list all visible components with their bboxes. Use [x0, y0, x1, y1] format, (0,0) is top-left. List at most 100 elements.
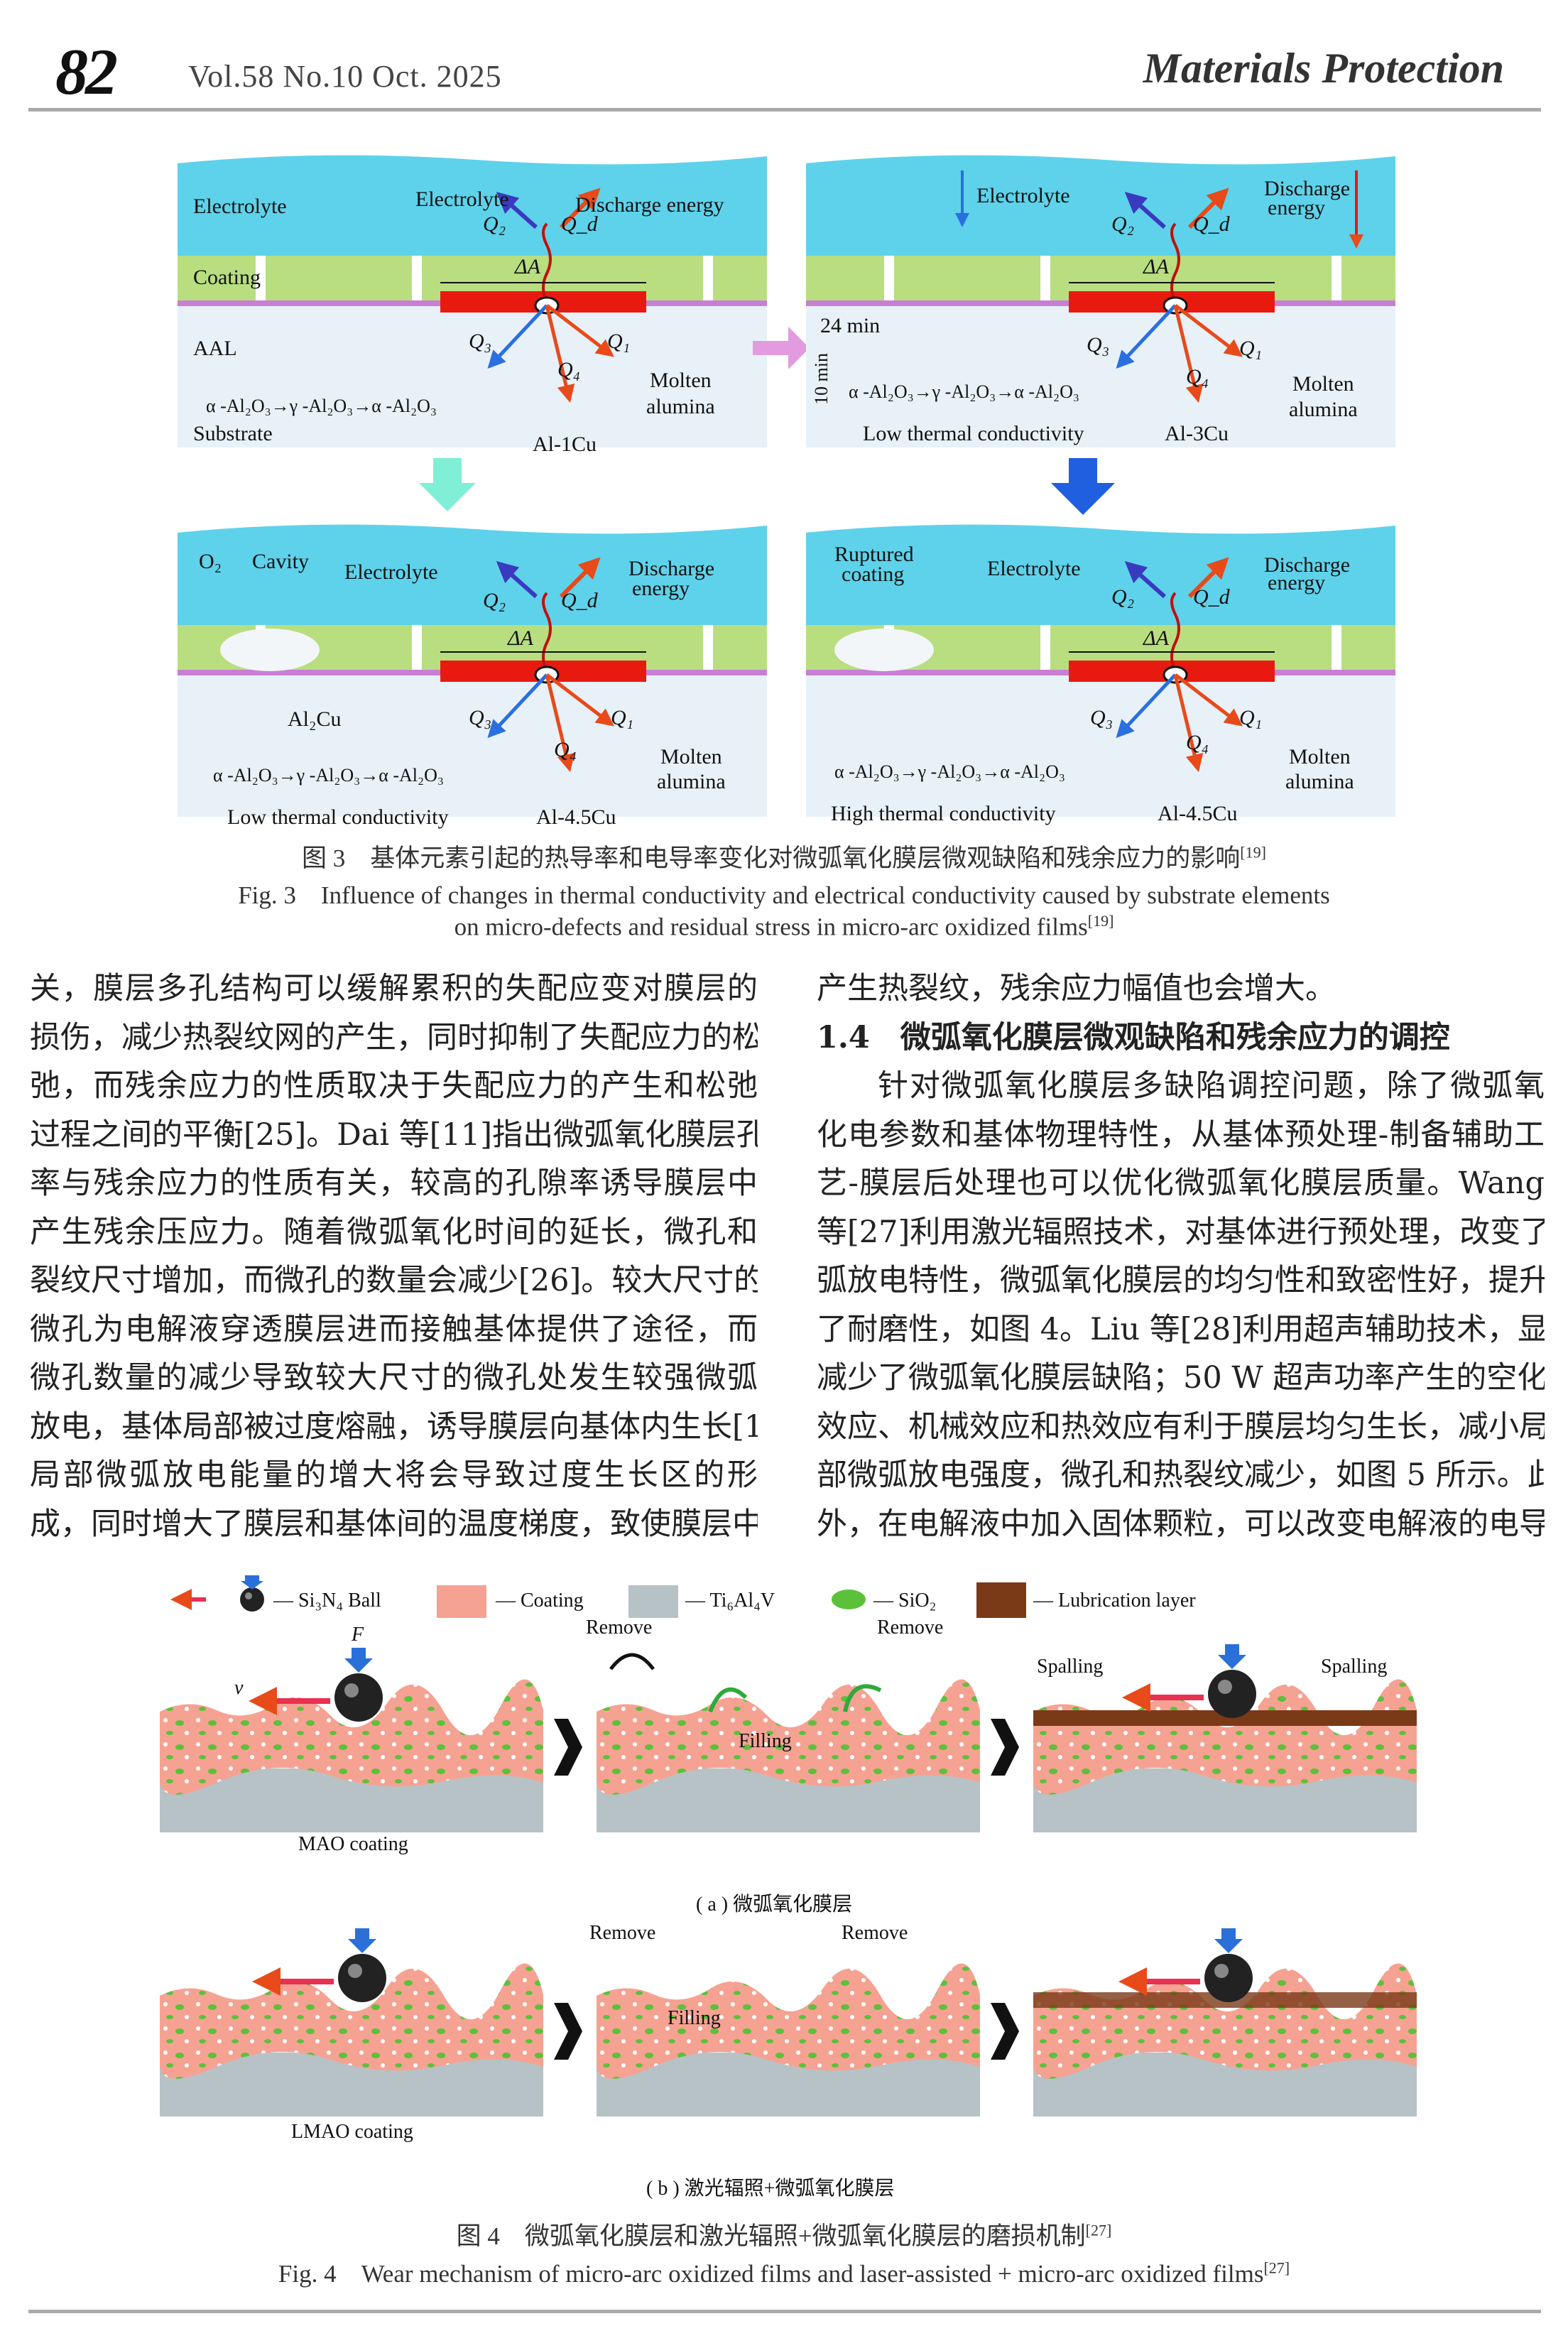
page-number: 82 [55, 36, 118, 108]
label-phase: α -Al₂O₃→γ -Al₂O₃→α -Al₂O₃ [834, 761, 1065, 782]
label-electrolyte: Electrolyte [193, 195, 287, 218]
label-q4: Q₄ [557, 358, 580, 381]
paragraph-line: 产生残余压应力。随着微弧氧化时间的延长，微孔和 [30, 1214, 758, 1250]
label-q4: Q₄ [1186, 731, 1209, 754]
label-alumina: alumina [646, 395, 715, 418]
label-remove: Remove [589, 1922, 655, 1944]
caption-text: 图 3 基体元素引起的热导率和电导率变化对微弧氧化膜层微观缺陷和残余应力的影响 [302, 844, 1241, 872]
paragraph-line: 微孔为电解液穿透膜层进而接触基体提供了途径，而 [30, 1311, 758, 1347]
label-filling: Filling [668, 2007, 721, 2029]
figure-4-caption-cn: 图 4 微弧氧化膜层和激光辐照+微弧氧化膜层的磨损机制[27] [0, 2216, 1568, 2252]
arrow-down-icon [419, 458, 476, 511]
label-phase: α -Al₂O₃→γ -Al₂O₃→α -Al₂O₃ [213, 765, 444, 786]
paragraph-line: 损伤，减少热裂纹网的产生，同时抑制了失配应力的松 [30, 1019, 758, 1055]
paragraph-line: 弧放电特性，微弧氧化膜层的均匀性和致密性好，提升 [817, 1263, 1545, 1298]
paragraph-line: 放电，基体局部被过度熔融，诱导膜层向基体内生长[19]。 [30, 1408, 758, 1445]
label-cavity: Cavity [252, 550, 309, 573]
figure-3-caption-cn: 图 3 基体元素引起的热导率和电导率变化对微弧氧化膜层微观缺陷和残余应力的影响[… [0, 838, 1568, 874]
arrow-down-icon [1051, 458, 1115, 515]
label-alloy: Al-4.5Cu [536, 805, 616, 829]
paragraph-line: 等[27]利用激光辐照技术，对基体进行预处理，改变了微 [817, 1214, 1545, 1250]
paragraph-line: 外，在电解液中加入固体颗粒，可以改变电解液的电导 [817, 1506, 1545, 1542]
label-qd: Q_d [561, 589, 599, 612]
caption-text: Fig. 4 Wear mechanism of micro-arc oxidi… [278, 2260, 1264, 2288]
paragraph-line: 微孔数量的减少导致较大尺寸的微孔处发生较强微弧 [30, 1360, 758, 1396]
label-discharge: Discharge [628, 557, 714, 580]
label-molten: Molten [650, 369, 712, 392]
paragraph-line: 部微弧放电强度，微孔和热裂纹减少，如图 5 所示。此 [817, 1457, 1545, 1493]
figure-4-caption-en: Fig. 4 Wear mechanism of micro-arc oxidi… [0, 2254, 1568, 2290]
label-spalling: Spalling [1321, 1656, 1387, 1678]
label-alloy: Al-4.5Cu [1158, 802, 1238, 825]
body-left-column: 关，膜层多孔结构可以缓解累积的失配应变对膜层的损伤，减少热裂纹网的产生，同时抑制… [30, 965, 758, 1548]
label-q1: Q₁ [1239, 337, 1262, 360]
arrow-next-icon [991, 1719, 1019, 1776]
label-q1: Q₁ [1239, 706, 1262, 729]
label-coating: Coating [193, 266, 261, 289]
label-qd: Q_d [1193, 212, 1231, 236]
paragraph-line: 针对微弧氧化膜层多缺陷调控问题，除了微弧氧 [878, 1068, 1545, 1104]
label-alumina: alumina [657, 770, 726, 793]
label-discharge-energy: Discharge energy [575, 193, 724, 217]
figure-4-diagram: — Si₃N₄ Ball — Coating — Ti₆Al₄V — SiO₂ … [160, 1575, 1417, 2200]
paragraph-line: 率与残余应力的性质有关，较高的孔隙率诱导膜层中 [30, 1166, 758, 1201]
label-q1: Q₁ [607, 330, 630, 353]
paragraph-line: 裂纹尺寸增加，而微孔的数量会减少[26]。较大尺寸的 [30, 1263, 758, 1298]
label-thermal-conductivity: High thermal conductivity [831, 802, 1056, 825]
label-electrolyte-2: Electrolyte [415, 188, 509, 211]
legend-swatch-sio2 [832, 1590, 866, 1609]
legend-lubrication: — Lubrication layer [1033, 1590, 1196, 1612]
label-remove: Remove [877, 1617, 943, 1639]
label-remove: Remove [586, 1617, 652, 1639]
label-qd: Q_d [1193, 585, 1231, 609]
journal-issue-info: Vol.58 No.10 Oct. 2025 [188, 59, 502, 94]
label-delta-a: ΔA [514, 255, 541, 278]
subfigure-a-caption: ( a ) 微弧氧化膜层 [696, 1893, 852, 1916]
paragraph-line: 了耐磨性，如图 4。Liu 等[28]利用超声辅助技术，显著 [817, 1311, 1545, 1347]
label-o2: O₂ [199, 550, 222, 573]
section-heading: 1.4 微弧氧化膜层微观缺陷和残余应力的调控 [817, 1019, 1450, 1055]
label-24min: 24 min [820, 314, 880, 337]
label-q2: Q₂ [1111, 585, 1134, 609]
footer-rule [28, 2310, 1541, 2313]
label-q3: Q₃ [1090, 706, 1113, 729]
paragraph-line: 过程之间的平衡[25]。Dai 等[11]指出微弧氧化膜层孔隙 [30, 1116, 758, 1153]
label-10min: 10 min [811, 353, 832, 405]
label-alumina: alumina [1289, 398, 1358, 421]
label-q3: Q₃ [1087, 333, 1109, 357]
legend-coating: — Coating [495, 1590, 584, 1612]
arrow-next-icon [554, 1719, 582, 1776]
label-alloy: Al-3Cu [1165, 422, 1229, 445]
label-filling: Filling [739, 1730, 792, 1752]
label-delta-a: ΔA [1143, 255, 1170, 278]
ball-icon [240, 1587, 264, 1612]
legend-swatch-substrate [628, 1585, 678, 1618]
legend-substrate: — Ti₆Al₄V [685, 1590, 775, 1612]
label-force: F [351, 1624, 364, 1646]
figure-3-caption-en-1: Fig. 3 Influence of changes in thermal c… [238, 881, 1330, 909]
label-q3: Q₃ [469, 706, 491, 729]
label-alloy: Al-1Cu [533, 433, 597, 456]
arrow-next-icon [554, 2003, 582, 2060]
caption-ref: [19] [1087, 912, 1114, 930]
paragraph-line: 关，膜层多孔结构可以缓解累积的失配应变对膜层的 [30, 971, 758, 1006]
label-q4: Q₄ [1186, 365, 1209, 388]
label-electrolyte: Electrolyte [987, 557, 1081, 580]
arrow-next-icon [991, 2003, 1019, 2060]
subfigure-b-caption: ( b ) 激光辐照+微弧氧化膜层 [646, 2177, 894, 2200]
label-energy: energy [1268, 571, 1325, 594]
figure-3-caption-en-2: on micro-defects and residual stress in … [0, 912, 1568, 942]
figure-3-diagram: Electrolyte Electrolyte Coating AAL Subs… [0, 135, 1568, 829]
label-coating: coating [842, 563, 904, 586]
label-velocity: v [234, 1677, 244, 1699]
legend-swatch-lubrication [976, 1582, 1026, 1618]
caption-ref: [27] [1263, 2259, 1290, 2277]
fig3-panel-al3cu: Electrolyte Discharge energy 24 min 10 m… [806, 156, 1395, 447]
label-electrolyte: Electrolyte [344, 560, 438, 584]
label-lmao-coating: LMAO coating [291, 2121, 413, 2143]
paragraph-line: 化电参数和基体物理特性，从基体预处理-制备辅助工 [817, 1116, 1545, 1153]
label-energy: energy [1268, 196, 1325, 219]
label-al2cu: Al₂Cu [288, 707, 341, 731]
label-delta-a: ΔA [1143, 626, 1170, 650]
label-energy: energy [632, 577, 690, 600]
